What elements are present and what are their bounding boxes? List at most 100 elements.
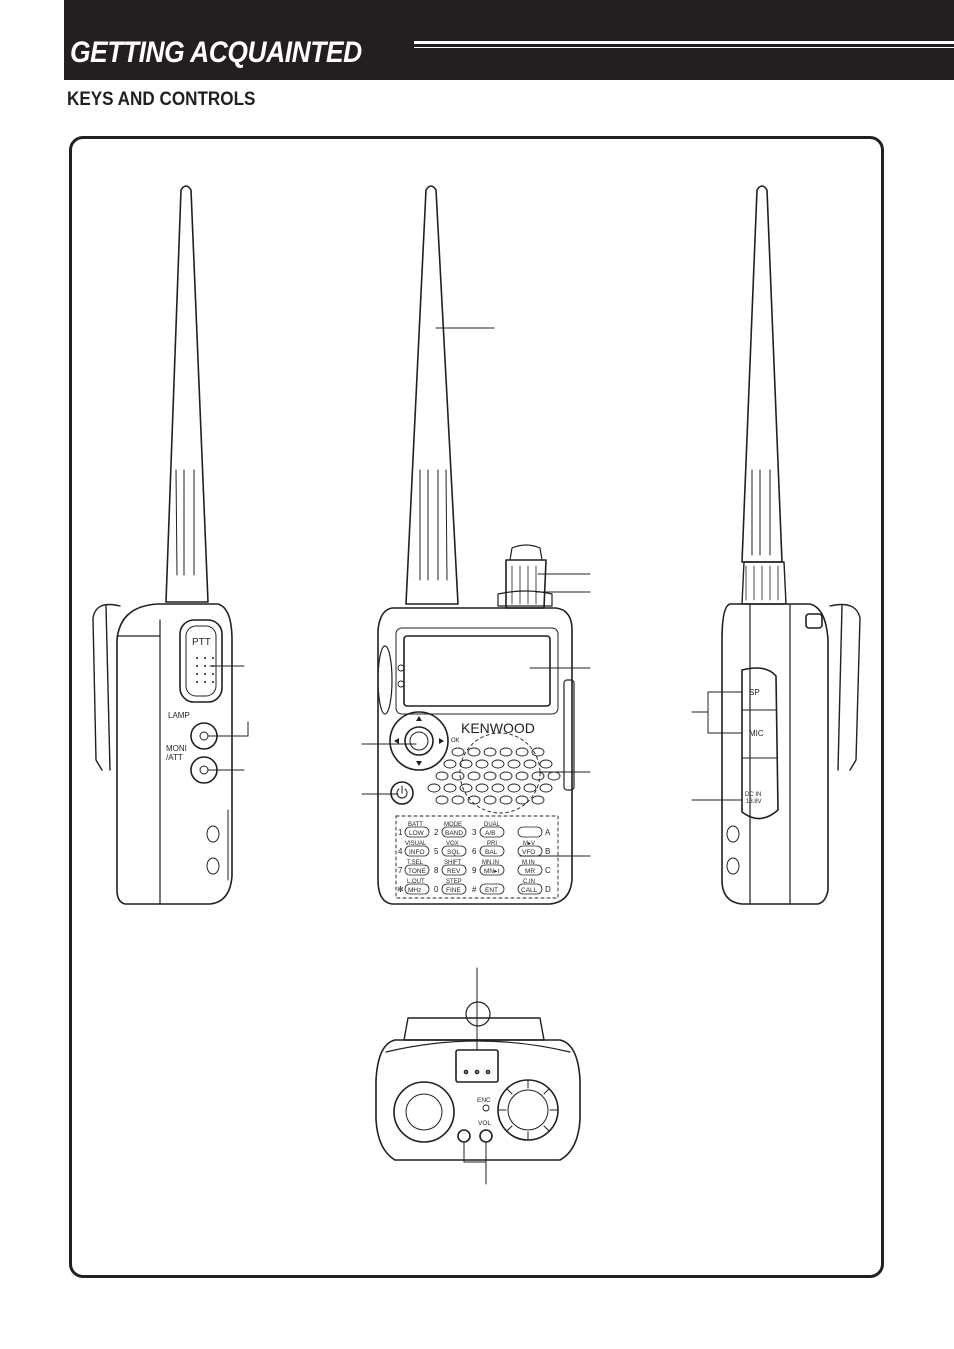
key-digit: # [472,885,477,894]
sp-label: SP [749,688,760,697]
key-label: BAND [445,830,463,837]
moni-label: MONI [166,744,187,753]
key-label: SQL [447,849,460,856]
right-side-view [721,185,861,905]
key-button[interactable] [441,826,467,838]
callout-lines [207,327,743,1185]
top-view [375,1001,581,1161]
key-button[interactable] [441,845,467,857]
antenna-base [393,1081,455,1143]
belt-clip [92,603,121,771]
mic-label: MIC [749,729,764,738]
key-label: ENT [485,887,498,894]
header-bar [64,0,954,80]
multi-control-ring[interactable] [389,711,449,771]
key-button[interactable] [404,864,430,876]
key-digit: 9 [472,866,477,875]
dcin-voltage-label: 13.8V [746,799,762,805]
key-digit: D [545,885,551,894]
key-digit: 1 [398,828,403,837]
header-rule-thick [414,41,954,44]
key-button[interactable] [517,883,543,895]
key-button[interactable] [404,883,430,895]
key-button[interactable] [441,864,467,876]
key-label: VFO [522,849,535,856]
key-func-label: PRI [487,841,497,847]
key-func-label: VISUAL [405,841,427,847]
right-antenna [741,185,783,563]
key-button[interactable] [479,845,505,857]
key-button[interactable] [517,864,543,876]
key-label: BAL [485,849,498,856]
sp-mic-jack-cover[interactable] [741,667,779,820]
key-func-label: MN.IN [482,860,499,866]
key-func-label: DUAL [484,822,501,828]
left-antenna [165,185,209,603]
key-digit: A [545,828,551,837]
key-digit: C [545,866,551,875]
key-button[interactable] [479,883,505,895]
key-button[interactable] [479,826,505,838]
enc-label: ENC [477,1097,491,1104]
antenna-connector [455,1049,499,1083]
illustration-frame [69,136,884,1278]
header-rule-thin [414,47,954,48]
section-heading: KEYS AND CONTROLS [67,89,256,110]
key-digit: 7 [398,866,403,875]
key-label: FINE [446,887,461,894]
key-digit: 2 [434,828,439,837]
key-digit: 4 [398,847,403,856]
lamp-label: LAMP [168,711,190,720]
left-radio-body [116,603,233,905]
key-digit: 6 [472,847,477,856]
keypad-area [395,815,559,899]
key-button[interactable] [479,864,505,876]
right-radio-body [721,603,829,905]
top-radio-body [375,1039,581,1161]
key-digit: 3 [472,828,477,837]
key-button[interactable] [404,826,430,838]
lock-key-button[interactable] [517,826,543,838]
key-button[interactable] [517,845,543,857]
key-label: REV [447,868,461,875]
lcd-display [403,635,551,707]
power-button[interactable] [390,781,414,805]
enc-led [457,1129,471,1143]
key-digit: 8 [434,866,439,875]
belt-clip-right [829,603,861,771]
page-title: GETTING ACQUAINTED [70,36,362,69]
key-label: MHz [408,887,421,894]
att-label: /ATT [166,753,183,762]
key-button[interactable] [404,845,430,857]
key-digit: ✻ [397,885,404,894]
dcin-label: DC IN [745,792,761,798]
key-func-label: VOX [446,841,459,847]
key-label: A/B [485,830,495,837]
key-digit: B [545,847,550,856]
key-func-label: M▸V [523,841,535,847]
left-side-view [92,185,233,905]
key-func-label: C.IN [523,879,535,885]
key-func-label: BATT [408,822,423,828]
key-digit: 5 [434,847,439,856]
key-label: MN▸I [484,868,499,875]
key-func-label: SHIFT [444,860,462,866]
key-label: CALL [521,887,538,894]
ptt-label: PTT [192,637,211,648]
key-func-label: L.OUT [407,879,425,885]
front-view [377,185,575,905]
front-radio-body [377,607,573,905]
key-func-label: MODE [444,822,462,828]
key-label: INFO [409,849,425,856]
key-button[interactable] [441,883,467,895]
key-func-label: STEP [446,879,462,885]
ok-label: OK [451,738,460,744]
key-func-label: T.SEL [407,860,424,866]
ptt-button[interactable] [179,619,223,703]
brand-logo: KENWOOD [461,720,535,736]
key-label: TONE [408,868,427,875]
speaker-grille [427,747,561,805]
vol-label: VOL [478,1120,491,1127]
key-label: LOW [409,830,425,837]
